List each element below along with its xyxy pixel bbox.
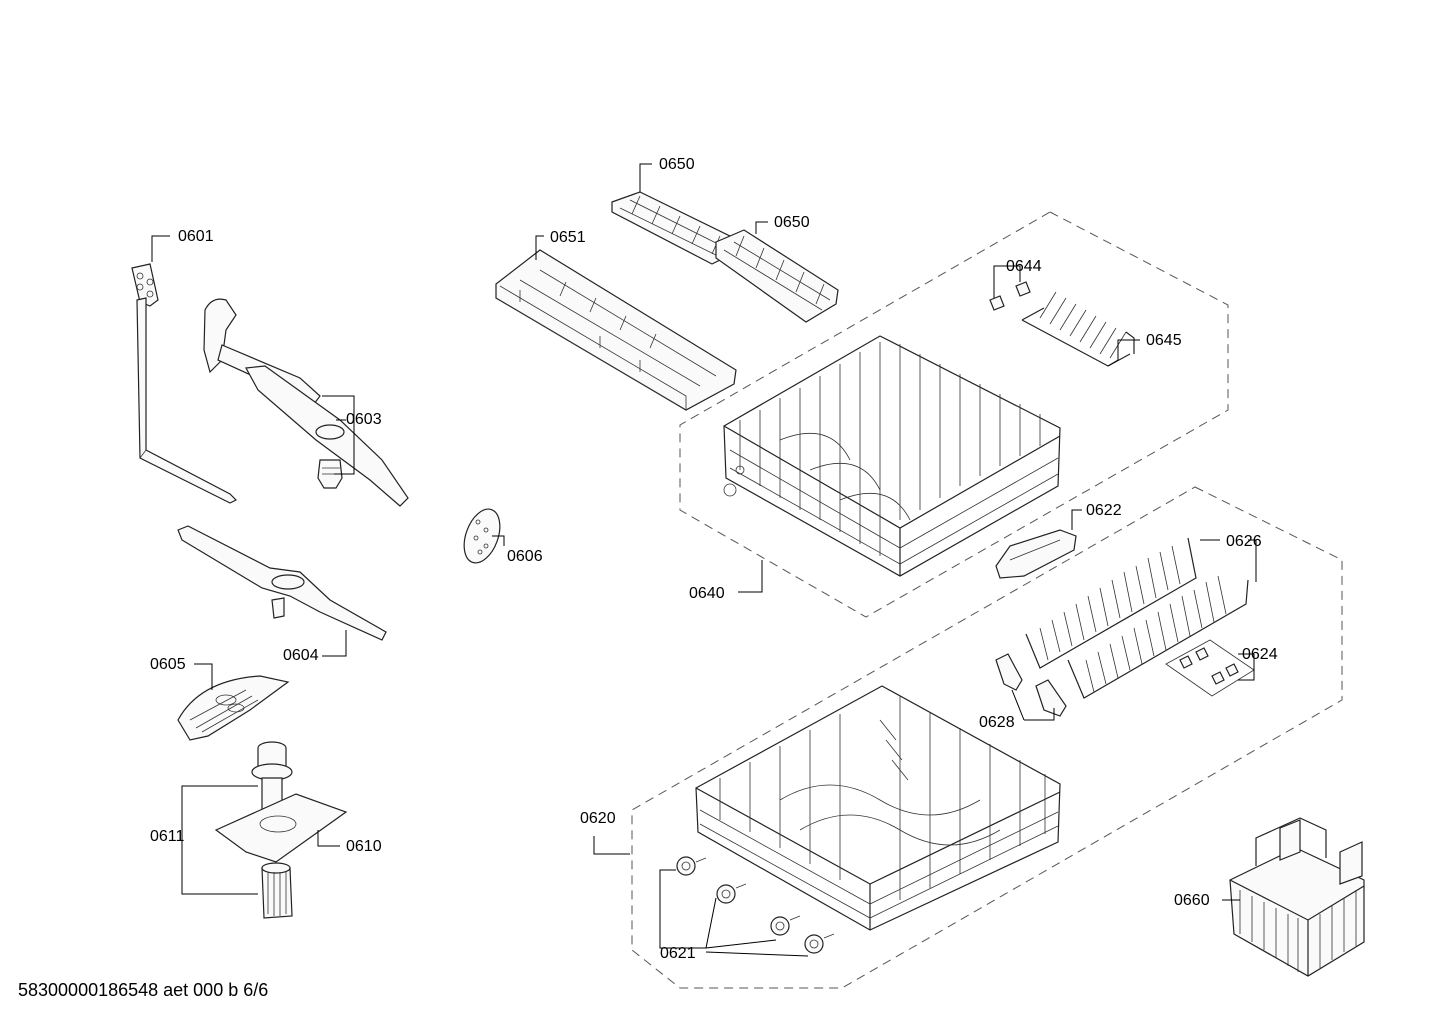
leader-0605 <box>194 663 213 690</box>
part-0645-cup-rack[interactable] <box>1021 291 1135 367</box>
part-0603-upper-spray-arm[interactable] <box>203 298 409 507</box>
part-0660-cutlery-basket[interactable] <box>1229 817 1365 977</box>
leader-0601 <box>151 235 170 262</box>
part-0650-insert-b[interactable] <box>715 229 839 323</box>
leader-0611 <box>181 785 258 895</box>
leader-0628 <box>1011 689 1055 721</box>
leader-0644 <box>993 265 1021 298</box>
part-0628-holders[interactable] <box>995 653 1067 717</box>
leader-0650a <box>639 163 652 192</box>
leader-0603 <box>322 395 355 475</box>
leader-0622 <box>1071 509 1082 530</box>
leader-0621 <box>659 869 809 957</box>
leader-0604 <box>322 630 347 657</box>
label-0604[interactable]: 0604 <box>283 647 319 664</box>
part-0611-filter-combination[interactable] <box>251 741 293 919</box>
label-0651[interactable]: 0651 <box>550 229 586 246</box>
label-0603[interactable]: 0603 <box>346 411 382 428</box>
part-0601-supply-pipe[interactable] <box>131 263 238 504</box>
label-0626[interactable]: 0626 <box>1226 533 1262 550</box>
part-0621-rollers[interactable] <box>676 856 835 954</box>
part-0610-flat-filter[interactable] <box>214 793 348 863</box>
leader-0651 <box>535 235 544 260</box>
part-0606-filter-disc[interactable] <box>457 504 506 568</box>
label-0610[interactable]: 0610 <box>346 838 382 855</box>
label-0650-second[interactable]: 0650 <box>774 214 810 231</box>
label-0601[interactable]: 0601 <box>178 228 214 245</box>
label-0624[interactable]: 0624 <box>1242 646 1278 663</box>
label-0605[interactable]: 0605 <box>150 656 186 673</box>
leader-0640 <box>738 560 763 593</box>
leader-0650b <box>755 221 768 234</box>
label-0622[interactable]: 0622 <box>1086 502 1122 519</box>
label-0645[interactable]: 0645 <box>1146 332 1182 349</box>
part-0620-lower-basket[interactable] <box>695 685 1061 931</box>
part-0644-clips[interactable] <box>989 281 1031 311</box>
leader-0606 <box>492 535 505 546</box>
label-0611[interactable]: 0611 <box>150 828 185 845</box>
part-0604-lower-spray-arm[interactable] <box>177 525 387 641</box>
lower-basket-assembly-outline <box>631 486 1343 989</box>
leader-0624 <box>1238 653 1255 681</box>
leader-lines <box>151 163 1257 957</box>
part-0651-cutlery-drawer[interactable] <box>495 249 737 411</box>
part-0626-tine-rows[interactable] <box>1025 537 1249 699</box>
label-0650-top[interactable]: 0650 <box>659 156 695 173</box>
leader-0626 <box>1200 539 1257 582</box>
label-0621[interactable]: 0621 <box>660 945 696 962</box>
label-0644[interactable]: 0644 <box>1006 258 1042 275</box>
part-labels: 0601 0603 0604 0605 0606 0610 0611 0620 … <box>150 156 1278 962</box>
part-0640-upper-basket[interactable] <box>723 335 1061 577</box>
part-0624-clips[interactable] <box>1165 639 1255 697</box>
leader-0645 <box>1107 339 1140 367</box>
leader-0620 <box>593 836 630 855</box>
part-0622-basket-handle[interactable] <box>995 529 1077 579</box>
label-0660[interactable]: 0660 <box>1174 892 1210 909</box>
label-0628[interactable]: 0628 <box>979 714 1015 731</box>
upper-basket-assembly-outline <box>679 211 1229 618</box>
label-0640[interactable]: 0640 <box>689 585 725 602</box>
part-0605-sieve-cover[interactable] <box>177 675 290 741</box>
drawing-reference-number: 58300000186548 aet 000 b 6/6 <box>18 980 269 1000</box>
leader-0610 <box>317 830 340 847</box>
label-0606[interactable]: 0606 <box>507 548 543 565</box>
label-0620[interactable]: 0620 <box>580 810 616 827</box>
